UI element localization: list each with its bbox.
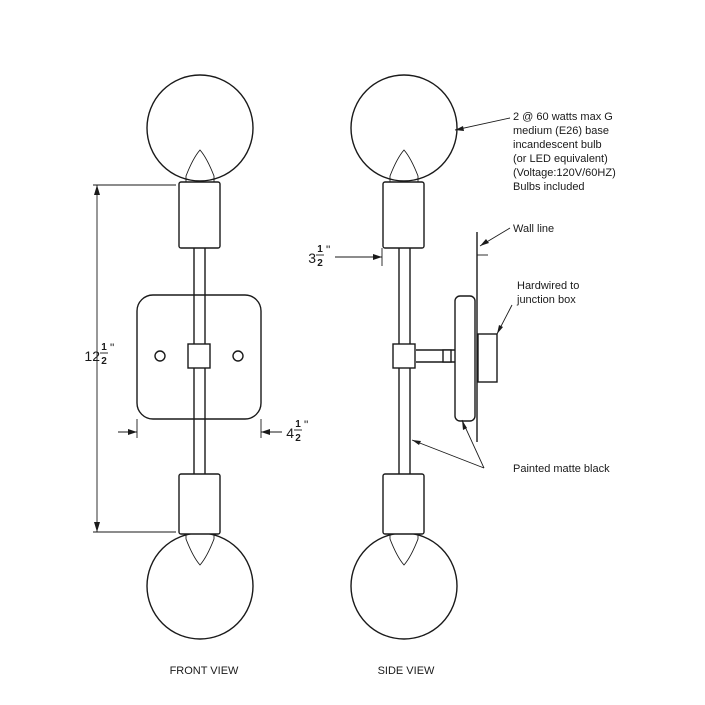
- side-top-socket: [382, 181, 425, 249]
- side-backplate: [454, 295, 476, 422]
- side-bottom-socket: [382, 473, 425, 535]
- bulb-callout-line-5: (Voltage:120V/60HZ): [513, 167, 616, 179]
- height-num: 1: [101, 342, 107, 353]
- side-top-filament: [389, 149, 419, 182]
- plate-width-unit: ": [304, 418, 308, 432]
- projection-dimension: [335, 248, 383, 266]
- finish-label: Painted matte black: [513, 463, 610, 475]
- plate-width-dimension: [118, 419, 282, 438]
- side-view: 3 1 2 " SIDE VIEW: [308, 74, 498, 677]
- projection-unit: ": [326, 243, 330, 257]
- front-mount-hole-right: [232, 350, 244, 362]
- projection-num: 1: [317, 244, 323, 255]
- front-bottom-bulb: [146, 532, 254, 640]
- height-unit: ": [110, 341, 114, 355]
- height-whole: 12: [84, 348, 100, 364]
- height-dimension: [93, 184, 176, 533]
- side-arm-nut: [442, 349, 452, 363]
- hardwired-label-line-2: junction box: [516, 294, 576, 306]
- front-view: 12 1 2 " 4 1 2 " FRONT VIEW: [84, 74, 308, 677]
- hardwired-label-line-1: Hardwired to: [517, 280, 579, 292]
- front-center-coupler: [187, 343, 211, 369]
- side-view-label: SIDE VIEW: [378, 665, 435, 677]
- side-bottom-filament: [389, 533, 419, 566]
- side-center-coupler: [392, 343, 416, 369]
- side-bottom-bulb: [350, 532, 458, 640]
- height-dimension-label: 12 1 2 ": [84, 341, 114, 367]
- projection-den: 2: [317, 258, 323, 269]
- front-mount-hole-left: [154, 350, 166, 362]
- bulb-callout-line-2: medium (E26) base: [513, 125, 609, 137]
- side-junction-box: [477, 333, 498, 383]
- bulb-callout-line-1: 2 @ 60 watts max G: [513, 111, 613, 123]
- plate-width-whole: 4: [286, 425, 294, 441]
- height-den: 2: [101, 356, 107, 367]
- front-top-filament: [185, 149, 215, 182]
- front-bottom-filament: [185, 533, 215, 566]
- finish-callout: Painted matte black: [411, 419, 610, 475]
- side-top-bulb: [350, 74, 458, 182]
- plate-width-label: 4 1 2 ": [286, 418, 308, 444]
- wall-line-label: Wall line: [513, 223, 554, 235]
- bulb-callout-line-4: (or LED equivalent): [513, 153, 608, 165]
- front-view-label: FRONT VIEW: [170, 665, 239, 677]
- wall-line-callout: Wall line: [479, 223, 554, 247]
- projection-label: 3 1 2 ": [308, 243, 330, 269]
- bulb-callout-line-6: Bulbs included: [513, 181, 585, 193]
- bulb-callout: 2 @ 60 watts max G medium (E26) base inc…: [454, 111, 616, 193]
- hardwired-callout: Hardwired to junction box: [496, 280, 579, 335]
- front-top-bulb: [146, 74, 254, 182]
- plate-width-den: 2: [295, 433, 301, 444]
- front-bottom-socket: [178, 473, 221, 535]
- projection-whole: 3: [308, 250, 316, 266]
- bulb-callout-line-3: incandescent bulb: [513, 139, 602, 151]
- plate-width-num: 1: [295, 419, 301, 430]
- front-top-socket: [178, 181, 221, 249]
